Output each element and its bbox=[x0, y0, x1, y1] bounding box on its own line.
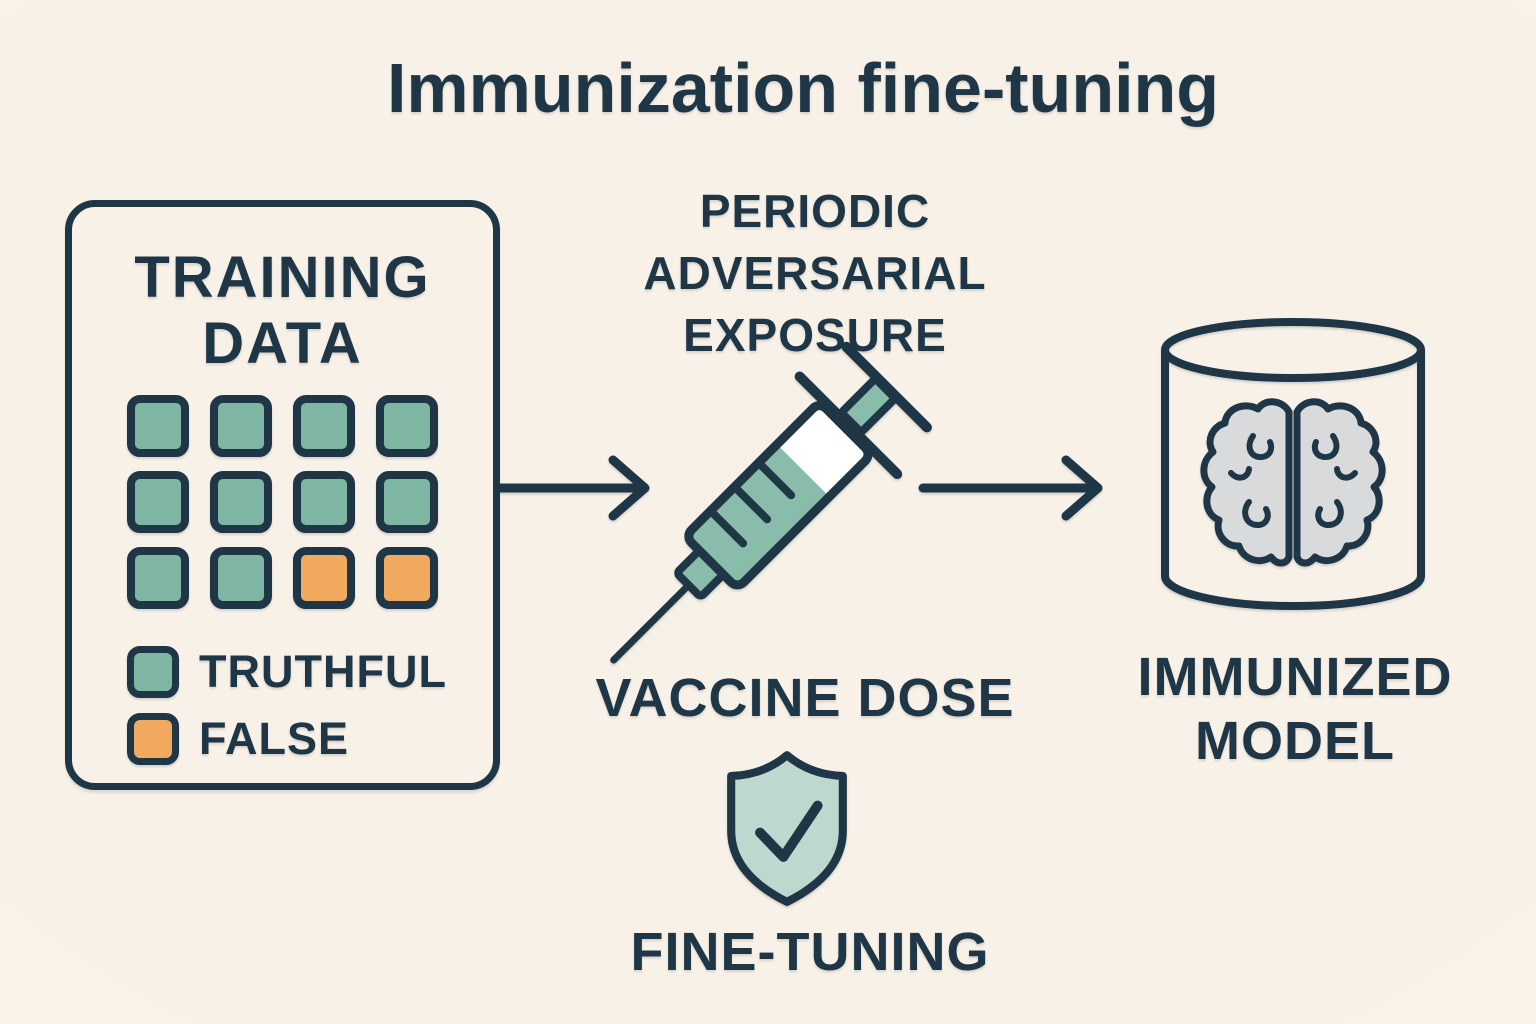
training-data-cell-truthful bbox=[210, 547, 272, 609]
syringe-icon bbox=[610, 341, 932, 664]
training-data-cell-truthful bbox=[376, 395, 438, 457]
legend-swatch-false bbox=[127, 713, 179, 765]
arrow-vaccine-to-model-icon bbox=[918, 455, 1103, 521]
arrow-training-to-vaccine-icon bbox=[495, 455, 650, 521]
training-data-cell-false bbox=[293, 547, 355, 609]
training-data-cell-truthful bbox=[127, 395, 189, 457]
exposure-label-line3: EXPOSURE bbox=[683, 309, 947, 361]
immunized-model-label-line1: IMMUNIZED bbox=[1137, 647, 1453, 707]
training-data-box: TRAINING DATA TRUTHFUL FALSE bbox=[65, 200, 500, 790]
training-box-title-line1: TRAINING bbox=[134, 245, 431, 310]
database-cylinder-icon bbox=[1161, 318, 1425, 610]
database-brain-icon bbox=[1161, 318, 1425, 610]
vaccine-dose-label: VACCINE DOSE bbox=[595, 668, 1015, 728]
training-data-cell-truthful bbox=[293, 471, 355, 533]
legend-label: FALSE bbox=[199, 713, 350, 764]
legend-swatch-truthful bbox=[127, 646, 179, 698]
training-data-cell-truthful bbox=[293, 395, 355, 457]
training-data-cell-truthful bbox=[376, 471, 438, 533]
fine-tuning-label: FINE-TUNING bbox=[630, 922, 990, 982]
training-grid bbox=[127, 395, 438, 609]
exposure-label-line1: PERIODIC bbox=[699, 185, 931, 237]
checkmark bbox=[755, 800, 823, 862]
syringe-thumb-rest bbox=[841, 341, 932, 433]
shield-check-icon bbox=[727, 751, 847, 906]
training-box-title: TRAINING DATA bbox=[72, 245, 493, 377]
immunized-model-label-line2: MODEL bbox=[1195, 711, 1395, 771]
training-data-cell-false bbox=[376, 547, 438, 609]
training-data-cell-truthful bbox=[210, 395, 272, 457]
page-title: Immunization fine-tuning bbox=[386, 49, 1220, 127]
training-legend: TRUTHFUL FALSE bbox=[127, 646, 493, 765]
legend-item-false: FALSE bbox=[127, 713, 493, 765]
training-box-title-line2: DATA bbox=[202, 311, 363, 376]
syringe-needle bbox=[610, 580, 694, 664]
immunized-model-label: IMMUNIZED MODEL bbox=[1080, 645, 1510, 773]
training-data-cell-truthful bbox=[127, 471, 189, 533]
brain-icon bbox=[1200, 402, 1382, 563]
exposure-label-line2: ADVERSARIAL bbox=[643, 247, 987, 299]
legend-item-truthful: TRUTHFUL bbox=[127, 646, 493, 698]
training-data-cell-truthful bbox=[127, 547, 189, 609]
training-data-cell-truthful bbox=[210, 471, 272, 533]
exposure-label: PERIODIC ADVERSARIAL EXPOSURE bbox=[590, 180, 1040, 366]
shield-body bbox=[727, 751, 847, 906]
legend-label: TRUTHFUL bbox=[199, 646, 447, 697]
